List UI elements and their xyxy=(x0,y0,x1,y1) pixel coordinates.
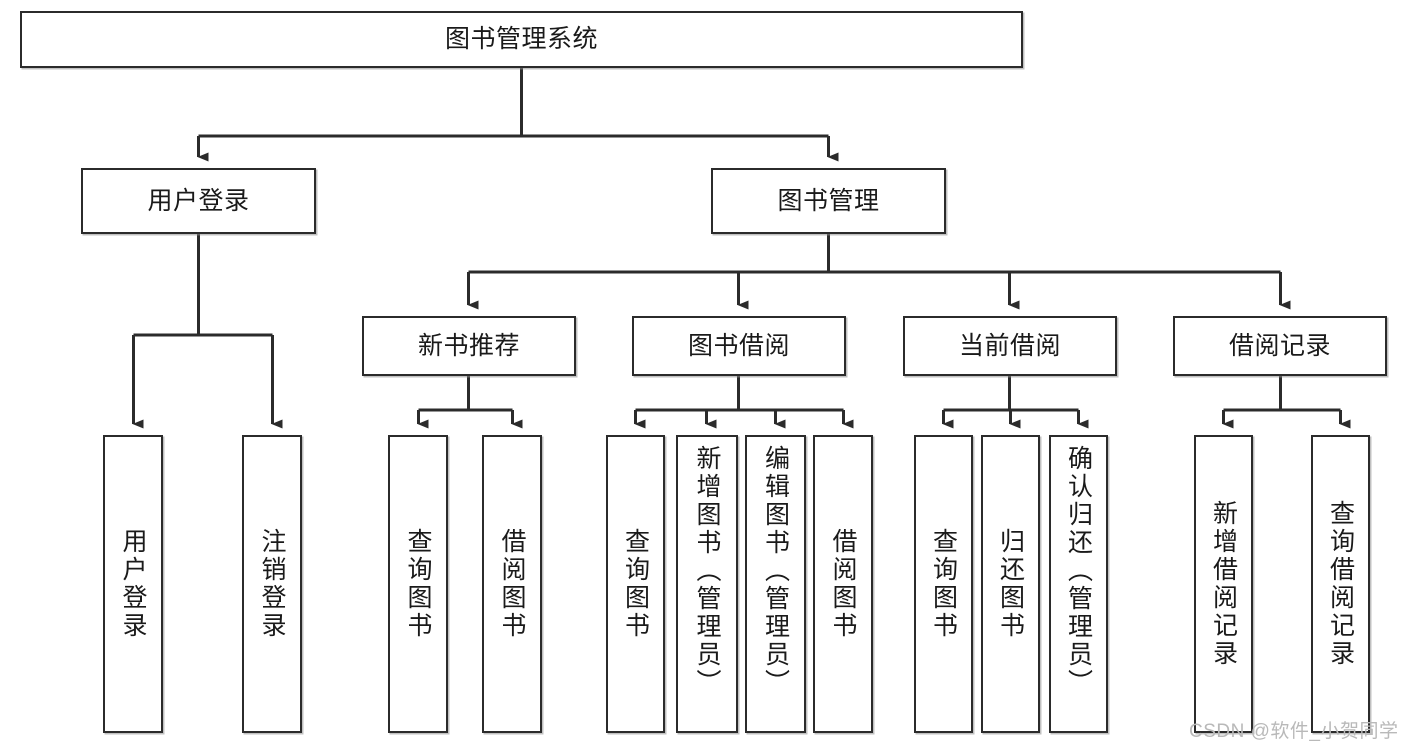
node-leaf-return-book-label: 归还图书 xyxy=(996,528,1025,640)
node-leaf-borrow-book-1-label: 借阅图书 xyxy=(498,528,526,640)
node-root-system-label: 图书管理系统 xyxy=(444,25,598,53)
node-leaf-add-borrow-record[interactable]: 新增借阅记录 xyxy=(1194,435,1253,733)
node-leaf-edit-book-admin-label: 编辑图书（管理员） xyxy=(761,445,790,697)
node-leaf-query-book-1-label: 查询图书 xyxy=(404,528,432,640)
node-book-manage[interactable]: 图书管理 xyxy=(711,168,946,234)
node-leaf-confirm-return-admin[interactable]: 确认归还（管理员） xyxy=(1049,435,1108,733)
node-leaf-borrow-book-1[interactable]: 借阅图书 xyxy=(482,435,542,733)
node-leaf-add-book-admin[interactable]: 新增图书（管理员） xyxy=(676,435,738,733)
node-book-borrow-label: 图书借阅 xyxy=(687,331,790,360)
node-book-borrow[interactable]: 图书借阅 xyxy=(632,316,846,376)
node-user-login[interactable]: 用户登录 xyxy=(81,168,316,234)
node-leaf-borrow-book-2[interactable]: 借阅图书 xyxy=(813,435,873,733)
node-book-manage-label: 图书管理 xyxy=(777,186,880,215)
node-leaf-query-book-3[interactable]: 查询图书 xyxy=(914,435,973,733)
node-leaf-add-book-admin-label: 新增图书（管理员） xyxy=(693,445,721,697)
node-leaf-add-borrow-record-label: 新增借阅记录 xyxy=(1209,500,1238,668)
node-new-book-recommend[interactable]: 新书推荐 xyxy=(362,316,576,376)
node-leaf-logout-login-label: 注销登录 xyxy=(258,528,286,640)
node-root-system[interactable]: 图书管理系统 xyxy=(20,11,1023,68)
node-leaf-query-book-1[interactable]: 查询图书 xyxy=(388,435,448,733)
node-current-borrow[interactable]: 当前借阅 xyxy=(903,316,1117,376)
node-leaf-query-book-3-label: 查询图书 xyxy=(929,528,958,640)
node-leaf-logout-login[interactable]: 注销登录 xyxy=(242,435,302,733)
node-leaf-user-login-label: 用户登录 xyxy=(119,528,147,640)
node-current-borrow-label: 当前借阅 xyxy=(958,331,1061,360)
node-leaf-query-borrow-record[interactable]: 查询借阅记录 xyxy=(1311,435,1370,733)
node-leaf-query-book-2[interactable]: 查询图书 xyxy=(606,435,665,733)
node-leaf-user-login[interactable]: 用户登录 xyxy=(103,435,163,733)
node-leaf-return-book[interactable]: 归还图书 xyxy=(981,435,1040,733)
node-borrow-record[interactable]: 借阅记录 xyxy=(1173,316,1387,376)
node-user-login-label: 用户登录 xyxy=(147,186,250,215)
node-leaf-borrow-book-2-label: 借阅图书 xyxy=(829,528,857,640)
node-leaf-query-borrow-record-label: 查询借阅记录 xyxy=(1326,500,1355,668)
node-leaf-edit-book-admin[interactable]: 编辑图书（管理员） xyxy=(745,435,806,733)
node-leaf-query-book-2-label: 查询图书 xyxy=(621,528,650,640)
node-new-book-recommend-label: 新书推荐 xyxy=(417,331,520,360)
node-borrow-record-label: 借阅记录 xyxy=(1228,331,1331,360)
node-leaf-confirm-return-admin-label: 确认归还（管理员） xyxy=(1064,445,1093,697)
